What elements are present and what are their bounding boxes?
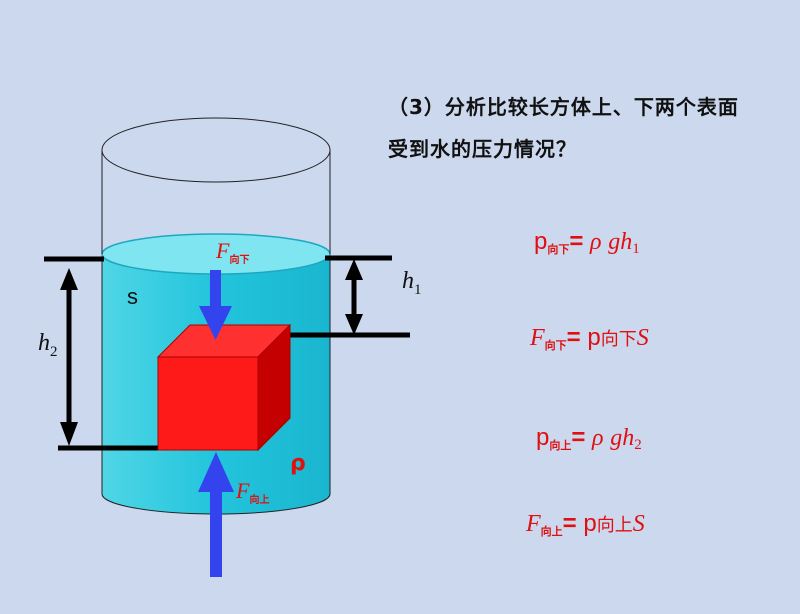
formula-p-up-num: 2 bbox=[634, 437, 642, 453]
label-s: s bbox=[127, 284, 138, 309]
formula-F-up-symbol: F bbox=[526, 511, 541, 537]
h1-double-arrow bbox=[345, 259, 363, 335]
formula-F-down-S: S bbox=[636, 325, 649, 351]
formula-p-down-g: g bbox=[608, 229, 621, 255]
f-down-arrow bbox=[199, 270, 232, 340]
formula-F-down: F向下= p向下S bbox=[530, 324, 649, 353]
formula-p-up-eq: = bbox=[571, 424, 586, 451]
formula-F-up-p: p bbox=[583, 510, 597, 537]
h2-double-arrow bbox=[60, 268, 78, 446]
formula-p-up: p向上= ρ gh2 bbox=[536, 424, 642, 454]
formula-F-up-sub: 向上 bbox=[540, 526, 563, 538]
formula-p-down-num: 1 bbox=[632, 241, 640, 257]
formula-p-down-sub: 向下 bbox=[547, 244, 570, 256]
formula-F-down-pdir: 向下 bbox=[600, 329, 637, 349]
formula-p-up-rho: ρ bbox=[592, 425, 604, 451]
label-f-down: F向下 bbox=[215, 238, 249, 266]
formula-p-down-symbol: p bbox=[534, 228, 548, 255]
formula-p-down-h: h bbox=[620, 229, 633, 255]
question-text: （3）分析比较长方体上、下两个表面 受到水的压力情况？ bbox=[388, 86, 788, 170]
formula-F-down-p: p bbox=[587, 324, 601, 351]
formula-F-up-pdir: 向上 bbox=[596, 515, 633, 535]
formula-p-up-h: h bbox=[622, 425, 635, 451]
f-up-arrow bbox=[198, 452, 234, 577]
formula-p-down-rho: ρ bbox=[590, 229, 602, 255]
formula-p-up-g: g bbox=[610, 425, 623, 451]
formula-p-down-eq: = bbox=[569, 228, 584, 255]
label-rho: ρ bbox=[290, 451, 306, 476]
label-h2: h2 bbox=[38, 330, 58, 360]
label-f-up: F向上 bbox=[235, 478, 269, 506]
formula-p-up-sub: 向上 bbox=[549, 440, 572, 452]
cube-front-face bbox=[157, 356, 259, 451]
beaker-rim bbox=[101, 117, 331, 183]
label-h1: h1 bbox=[402, 268, 422, 298]
formula-F-down-symbol: F bbox=[530, 325, 545, 351]
formula-F-up: F向上= p向上S bbox=[526, 510, 645, 539]
formula-p-down: p向下= ρ gh1 bbox=[534, 228, 640, 258]
formula-p-up-symbol: p bbox=[536, 424, 550, 451]
formula-F-up-eq: = bbox=[562, 510, 577, 537]
formula-F-up-S: S bbox=[632, 511, 645, 537]
question-line-2: 受到水的压力情况？ bbox=[388, 137, 577, 161]
cube bbox=[156, 323, 292, 452]
formula-F-down-sub: 向下 bbox=[544, 340, 567, 352]
formula-F-down-eq: = bbox=[566, 324, 581, 351]
question-line-1: （3）分析比较长方体上、下两个表面 bbox=[388, 95, 739, 119]
